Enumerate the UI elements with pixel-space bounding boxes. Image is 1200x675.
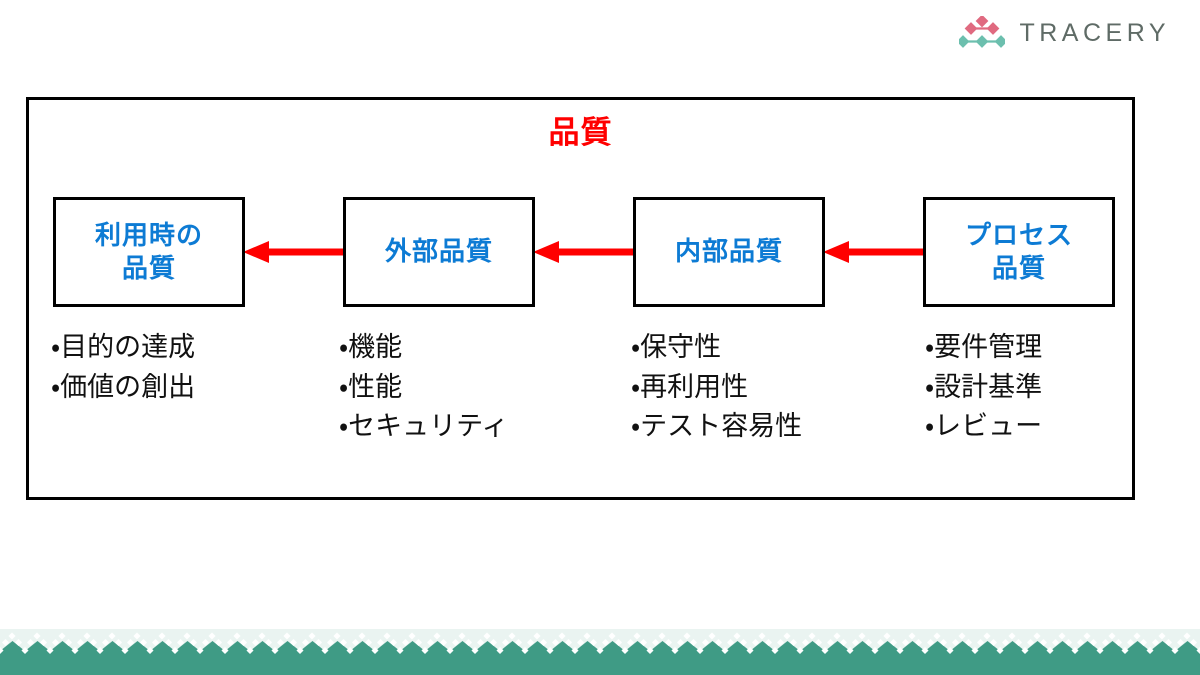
attribute-list-in-use: ・目的の達成 ・価値の創出	[51, 328, 195, 407]
attribute-list-external: ・機能 ・性能 ・セキュリティ	[339, 328, 509, 447]
tracery-diamond-mark-icon	[957, 14, 1008, 50]
list-item: ・要件管理	[925, 332, 1043, 362]
list-item: ・再利用性	[631, 371, 749, 402]
quality-diagram-frame: 品質 利用時の 品質 外部品質 内部品質 プロセス 品質	[26, 97, 1135, 500]
list-item: ・レビュー	[925, 411, 1043, 442]
list-item: ・性能	[339, 371, 403, 402]
list-item: ・保守性	[631, 332, 722, 362]
list-item: ・セキュリティ	[339, 411, 509, 442]
brand-logo: TRACERY	[957, 14, 1170, 50]
arrow-left-process-to-internal	[823, 241, 925, 263]
quality-box-process[interactable]: プロセス 品質	[923, 197, 1115, 307]
list-item: ・価値の創出	[51, 371, 196, 402]
attribute-list-process: ・要件管理 ・設計基準 ・レビュー	[925, 328, 1042, 447]
list-item: ・目的の達成	[51, 332, 196, 362]
scalloped-diamond-band-icon	[0, 629, 1200, 675]
quality-attribute-lists: ・目的の達成 ・価値の創出 ・機能 ・性能 ・セキュリティ ・保守性 ・再利用性…	[29, 328, 1132, 478]
arrow-left-internal-to-external	[533, 241, 635, 263]
quality-box-external[interactable]: 外部品質	[343, 197, 535, 307]
list-item: ・テスト容易性	[631, 411, 803, 442]
list-item: ・設計基準	[925, 371, 1043, 402]
brand-name: TRACERY	[1019, 18, 1170, 47]
arrow-left-external-to-in-use	[243, 241, 345, 263]
attribute-list-internal: ・保守性 ・再利用性 ・テスト容易性	[631, 328, 802, 447]
quality-box-internal[interactable]: 内部品質	[633, 197, 825, 307]
diagram-title: 品質	[548, 115, 613, 150]
quality-box-in-use[interactable]: 利用時の 品質	[53, 197, 245, 307]
list-item: ・機能	[339, 332, 403, 362]
quality-boxes-row: 利用時の 品質 外部品質 内部品質 プロセス 品質	[29, 197, 1132, 307]
